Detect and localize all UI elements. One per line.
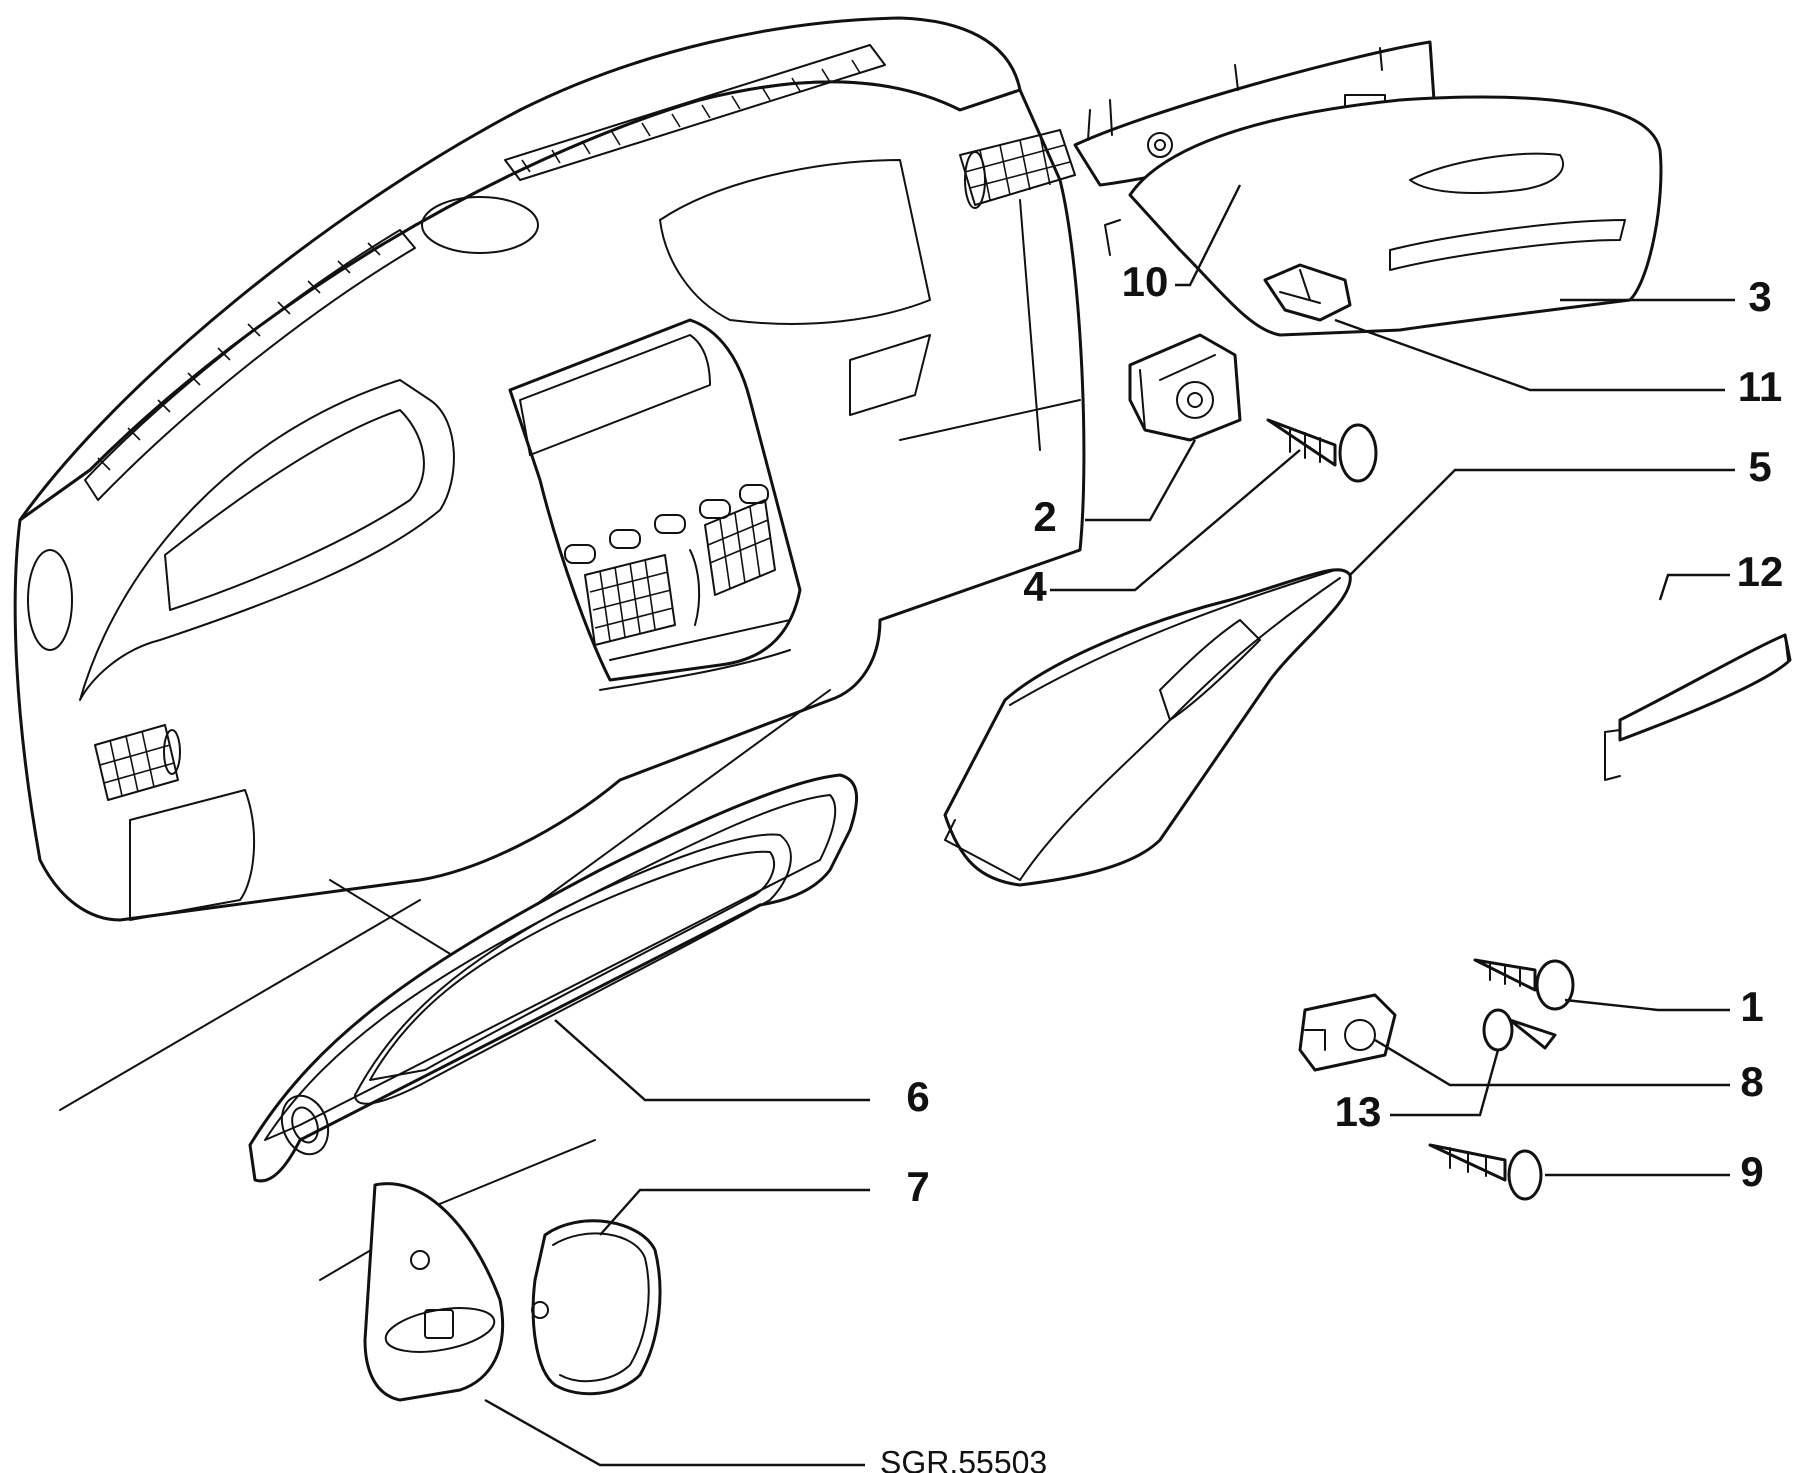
callout-9: 9 bbox=[1740, 1148, 1763, 1195]
lower-vent-left bbox=[94, 724, 181, 801]
callout-3: 3 bbox=[1748, 273, 1771, 320]
part-8-clip bbox=[1298, 993, 1397, 1072]
defroster-vent-center bbox=[504, 44, 886, 181]
callout-8: 8 bbox=[1740, 1058, 1763, 1105]
leader-11 bbox=[1334, 318, 1725, 392]
part-5-shroud bbox=[943, 568, 1352, 887]
speaker-grille bbox=[421, 196, 539, 254]
callout-2: 2 bbox=[1033, 493, 1056, 540]
callout-13: 13 bbox=[1335, 1088, 1382, 1135]
instrument-recess bbox=[164, 409, 425, 611]
side-vent-right bbox=[959, 129, 1076, 209]
callout-4: 4 bbox=[1023, 563, 1047, 610]
console-display-slot bbox=[519, 334, 711, 456]
callout-11: 11 bbox=[1738, 363, 1782, 410]
passenger-airbag-area bbox=[659, 159, 931, 325]
part-12-bracket-strip bbox=[1604, 633, 1792, 781]
side-vent-left-outer bbox=[27, 549, 73, 651]
callout-1: 1 bbox=[1740, 983, 1763, 1030]
vent-divider bbox=[689, 549, 701, 626]
part-3-cluster-housing bbox=[1104, 95, 1663, 337]
leader-lines bbox=[484, 184, 1735, 1467]
leader-12 bbox=[1658, 573, 1730, 601]
callout-12: 12 bbox=[1737, 548, 1784, 595]
reference-code: SGR.55503 bbox=[880, 1444, 1047, 1473]
part-11-clip bbox=[1263, 263, 1352, 322]
leader-5 bbox=[1349, 468, 1735, 576]
part-7-switch-cover bbox=[531, 1219, 662, 1396]
switch-button-icon bbox=[424, 1309, 454, 1339]
part-4-screw bbox=[1266, 418, 1378, 483]
center-vent-left bbox=[584, 554, 676, 646]
dimmer-knob-icon bbox=[410, 1250, 430, 1270]
callout-5: 5 bbox=[1748, 443, 1771, 490]
part-1-screw bbox=[1473, 958, 1575, 1011]
leader-code bbox=[484, 1398, 865, 1467]
defroster-vent-left bbox=[84, 229, 416, 501]
switch-panel bbox=[363, 1182, 505, 1402]
binnacle-opening bbox=[79, 379, 455, 701]
console-button bbox=[609, 529, 641, 549]
part-6-instrument-bezel bbox=[248, 773, 859, 1183]
callout-7: 7 bbox=[906, 1163, 929, 1210]
glovebox-handle bbox=[849, 334, 931, 416]
console-button bbox=[699, 499, 731, 519]
center-vent-right bbox=[704, 499, 776, 596]
part-2-bracket bbox=[1128, 333, 1242, 442]
leader-2 bbox=[1085, 439, 1197, 522]
leader-7 bbox=[599, 1188, 870, 1236]
callout-6: 6 bbox=[906, 1073, 929, 1120]
part-9-screw bbox=[1428, 1143, 1543, 1201]
console-button bbox=[654, 514, 686, 534]
console-lower-trim bbox=[599, 619, 791, 691]
lower-panel-left bbox=[129, 789, 255, 921]
callout-10: 10 bbox=[1122, 258, 1169, 305]
console-button bbox=[564, 544, 596, 564]
leader-13 bbox=[1390, 1049, 1500, 1117]
console-button bbox=[739, 484, 769, 504]
callout-labels: 1 2 3 4 5 6 7 8 9 10 11 12 13 bbox=[906, 258, 1783, 1210]
leader-4 bbox=[1050, 449, 1301, 592]
dashboard-panel-lines bbox=[899, 199, 1081, 451]
leader-1 bbox=[1564, 998, 1730, 1012]
leader-6 bbox=[554, 1019, 870, 1102]
dashboard-assembly bbox=[13, 16, 1086, 1281]
leader-8 bbox=[1374, 1038, 1730, 1087]
leader-10 bbox=[1175, 184, 1242, 287]
part-13-screw bbox=[1482, 1008, 1557, 1052]
